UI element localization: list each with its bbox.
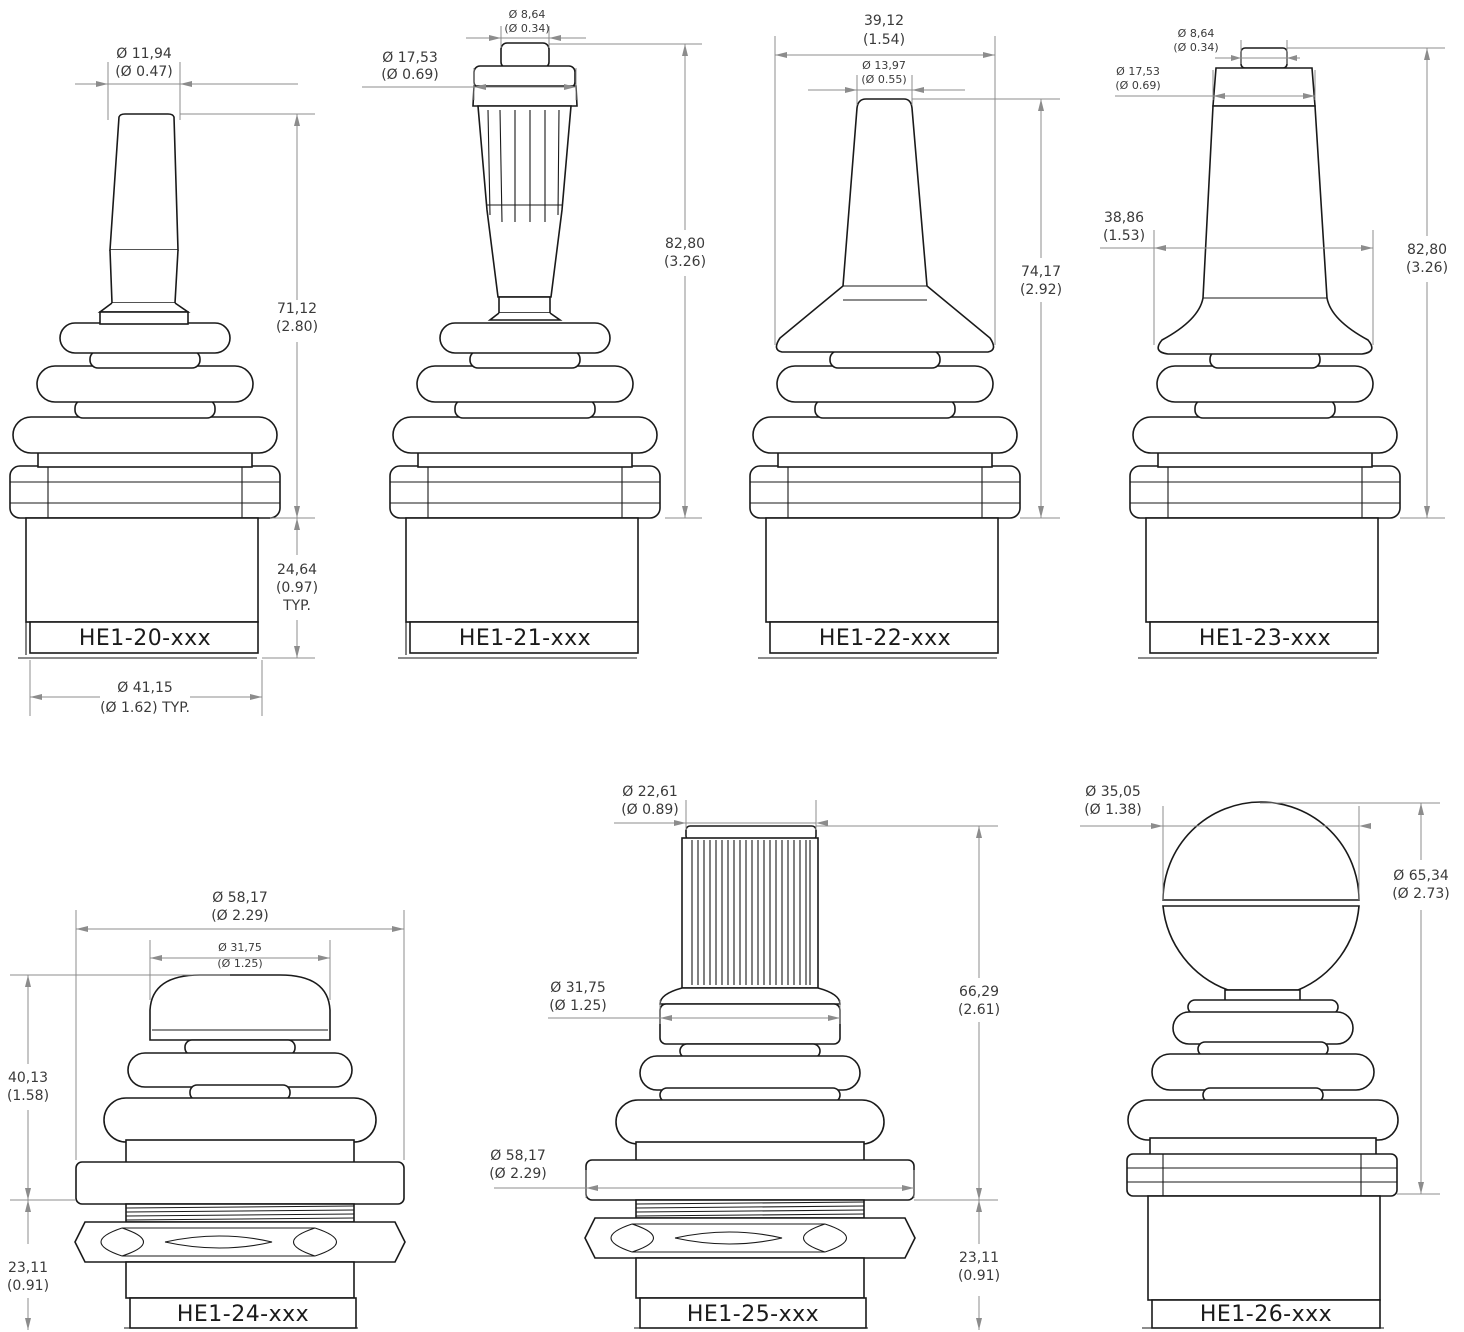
model-he1-25: [584, 825, 916, 1329]
m24-height-mm: 40,13: [8, 1070, 48, 1086]
m25-top-diameter-mm: Ø 22,61: [622, 784, 678, 800]
m22-width-mm: 39,12: [864, 13, 904, 29]
m22-tip-diameter-in: (Ø 0.55): [861, 73, 906, 86]
m20-width-mm: Ø 41,15: [117, 680, 173, 696]
model-he1-24: [74, 974, 406, 1329]
model-he1-23: [1129, 47, 1401, 659]
model-he1-22: [749, 98, 1021, 659]
m23-top-diameter-in: (Ø 0.34): [1173, 41, 1218, 54]
dimension-labels: Ø 11,94 (Ø 0.47) 71,12 (2.80) 24,64 (0.9…: [7, 8, 1450, 1294]
m22-tip-diameter-mm: Ø 13,97: [862, 59, 906, 72]
m23-height-mm: 82,80: [1407, 242, 1447, 258]
m23-height-in: (3.26): [1406, 260, 1448, 276]
m24-knob-diameter-mm: Ø 31,75: [218, 941, 262, 954]
m25-height-mm: 66,29: [959, 984, 999, 1000]
model-he1-21: [389, 42, 661, 659]
m23-grip-diameter-mm: Ø 17,53: [1116, 65, 1160, 78]
dimension-arrows: [25, 35, 1430, 1330]
model-label-he1-22: HE1-22-xxx: [819, 626, 951, 651]
m21-top-diameter-in: (Ø 0.34): [504, 22, 549, 35]
m23-top-diameter-mm: Ø 8,64: [1178, 27, 1215, 40]
m21-height-in: (3.26): [664, 254, 706, 270]
m25-base-height-in: (0.91): [958, 1268, 1000, 1284]
m26-height-mm: Ø 65,34: [1393, 868, 1449, 884]
m20-height-in: (2.80): [276, 319, 318, 335]
model-he1-20: [9, 113, 281, 659]
m25-flange-diameter-mm: Ø 58,17: [490, 1148, 546, 1164]
m21-grip-diameter-in: (Ø 0.69): [381, 67, 439, 83]
m26-ball-diameter-in: (Ø 1.38): [1084, 802, 1142, 818]
m23-grip-diameter-in: (Ø 0.69): [1115, 79, 1160, 92]
m25-base-height-mm: 23,11: [959, 1250, 999, 1266]
m25-top-diameter-in: (Ø 0.89): [621, 802, 679, 818]
model-he1-26: [1126, 801, 1399, 1329]
m25-height-in: (2.61): [958, 1002, 1000, 1018]
m20-stick-diameter-in: (Ø 0.47): [115, 64, 173, 80]
m21-top-diameter-mm: Ø 8,64: [509, 8, 546, 21]
m23-width-in: (1.53): [1103, 228, 1145, 244]
model-labels: HE1-20-xxx HE1-21-xxx HE1-22-xxx HE1-23-…: [79, 626, 1332, 1327]
m20-base-height-typ: TYP.: [282, 598, 311, 614]
m25-flange-diameter-in: (Ø 2.29): [489, 1166, 547, 1182]
m20-base-height-mm: 24,64: [277, 562, 317, 578]
m20-height-mm: 71,12: [277, 301, 317, 317]
m24-knob-diameter-in: (Ø 1.25): [217, 957, 262, 970]
model-label-he1-25: HE1-25-xxx: [687, 1302, 819, 1327]
m22-height-in: (2.92): [1020, 282, 1062, 298]
m22-width-in: (1.54): [863, 32, 905, 48]
m24-base-height-mm: 23,11: [8, 1260, 48, 1276]
model-label-he1-26: HE1-26-xxx: [1200, 1302, 1332, 1327]
m23-width-mm: 38,86: [1104, 210, 1144, 226]
m20-stick-diameter-mm: Ø 11,94: [116, 46, 172, 62]
m24-width-in: (Ø 2.29): [211, 908, 269, 924]
m20-base-height-in: (0.97): [276, 580, 318, 596]
m21-grip-diameter-mm: Ø 17,53: [382, 50, 438, 66]
m21-height-mm: 82,80: [665, 236, 705, 252]
m22-height-mm: 74,17: [1021, 264, 1061, 280]
m25-mid-diameter-in: (Ø 1.25): [549, 998, 607, 1014]
m20-width-in: (Ø 1.62) TYP.: [100, 700, 190, 716]
model-label-he1-24: HE1-24-xxx: [177, 1302, 309, 1327]
m24-base-height-in: (0.91): [7, 1278, 49, 1294]
m24-width-mm: Ø 58,17: [212, 890, 268, 906]
model-label-he1-20: HE1-20-xxx: [79, 626, 211, 651]
model-label-he1-23: HE1-23-xxx: [1199, 626, 1331, 651]
m25-mid-diameter-mm: Ø 31,75: [550, 980, 606, 996]
m26-ball-diameter-mm: Ø 35,05: [1085, 784, 1141, 800]
m26-height-in: (Ø 2.73): [1392, 886, 1450, 902]
m24-height-in: (1.58): [7, 1088, 49, 1104]
model-label-he1-21: HE1-21-xxx: [459, 626, 591, 651]
